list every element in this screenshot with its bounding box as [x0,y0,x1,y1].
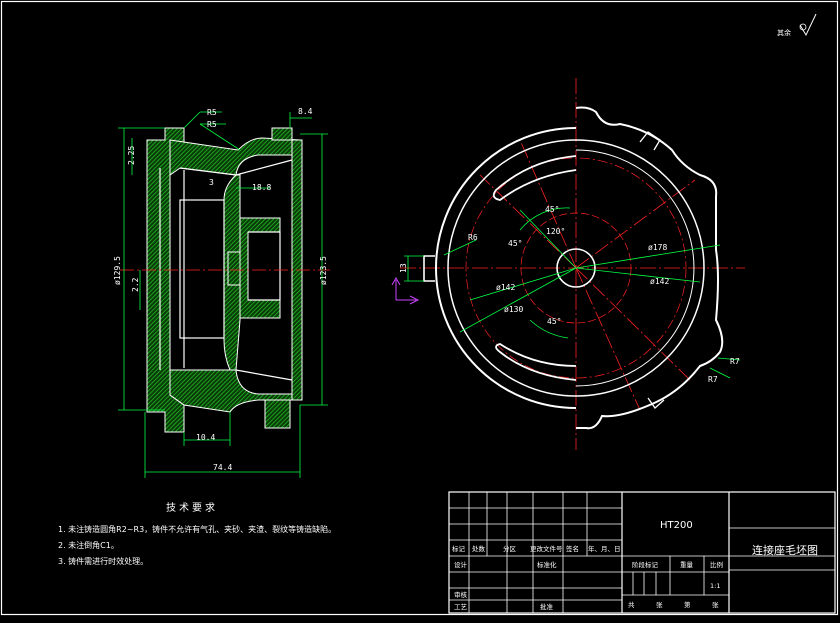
svg-text:标记: 标记 [452,544,466,553]
tech-requirement-item: 3. 铸件需进行时效处理。 [58,557,149,566]
svg-text:重量: 重量 [680,561,694,569]
dim-45-top: 45° [545,205,559,214]
ucs-icon [391,276,420,305]
dim-2-25: 2.25 [127,146,136,165]
tech-requirements-list: 1. 未注铸造圆角R2~R3，铸件不允许有气孔、夹砂、夹渣、裂纹等铸造缺陷。 2… [58,522,336,570]
dim-13: 13 [399,263,408,273]
section-boss-left [227,251,241,286]
svg-text:更改文件号: 更改文件号 [530,544,563,553]
dim-45-bottom: 45° [547,317,561,326]
dim-120: 120° [546,227,565,236]
plan-outer-circle [435,127,577,409]
plan-slot-top [492,155,577,201]
section-bottom-flange [169,369,293,413]
svg-text:签名: 签名 [566,544,579,553]
dim-r7-a: R7 [730,357,740,366]
section-view: R5 R5 8.4 3 18.8 10.4 74.4 2.25 ø129.5 2… [113,107,330,478]
plan-center-bore [556,248,596,288]
svg-text:标准化: 标准化 [537,560,557,569]
plan-slot-bottom [495,343,577,381]
section-bottom-lug [264,399,291,429]
svg-text:审核: 审核 [454,590,468,599]
svg-text:比例: 比例 [710,560,723,569]
plan-outer-profile [575,106,724,430]
dim-dia-123-5: ø123.5 [319,256,328,285]
tech-requirement-item: 2. 未注倒角C1。 [58,541,119,550]
dim-dia-129-5: ø129.5 [113,256,122,285]
plan-view: R6 45° 45° 120° ø178 ø142 ø142 ø130 45° … [391,78,745,450]
title-block-text: HT200 连接座毛坯图 标记 处数 分区 更改文件号 签名 年、月、日 设计 … [452,520,818,611]
dim-r6: R6 [468,233,478,242]
material-label: HT200 [660,520,693,531]
dim-r5-mid: R5 [207,120,217,129]
svg-text:第: 第 [684,600,691,609]
svg-text:批准: 批准 [540,602,554,611]
dim-r7-b: R7 [708,375,718,384]
svg-text:处数: 处数 [472,544,486,553]
svg-text:年、月、日: 年、月、日 [588,544,621,553]
dim-2-2: 2.2 [131,277,140,292]
dim-10-4: 10.4 [196,433,215,442]
title-block [448,491,836,614]
svg-text:张: 张 [712,600,719,609]
svg-text:张: 张 [656,600,663,609]
section-top-flange [169,137,301,176]
tech-requirements-title: 技术要求 [166,503,218,514]
dim-dia-178: ø178 [648,243,667,252]
dim-dia-142-left: ø142 [496,283,515,292]
drawing-title: 连接座毛坯图 [752,543,818,557]
dim-dia-142-right: ø142 [650,277,669,286]
svg-text:工艺: 工艺 [454,603,468,611]
svg-text:1:1: 1:1 [710,582,720,590]
svg-text:分区: 分区 [503,544,517,553]
plan-key-notch [423,255,435,282]
section-top-lug [271,127,293,141]
svg-text:阶段标记: 阶段标记 [632,560,659,569]
dim-r5-top: R5 [207,108,217,117]
tech-requirement-item: 1. 未注铸造圆角R2~R3，铸件不允许有气孔、夹砂、夹渣、裂纹等铸造缺陷。 [58,525,337,534]
dim-3: 3 [209,178,214,187]
svg-text:共: 共 [628,600,635,609]
svg-text:其余: 其余 [777,28,791,37]
dim-45-left: 45° [508,239,522,248]
dim-dia-130: ø130 [504,305,523,314]
roughness-symbol: 其余 [777,13,817,37]
section-boss [239,217,281,319]
dim-8-4: 8.4 [298,107,313,116]
svg-text:设计: 设计 [454,560,468,569]
dim-74-4: 74.4 [213,463,232,472]
dim-18-8: 18.8 [252,183,271,192]
